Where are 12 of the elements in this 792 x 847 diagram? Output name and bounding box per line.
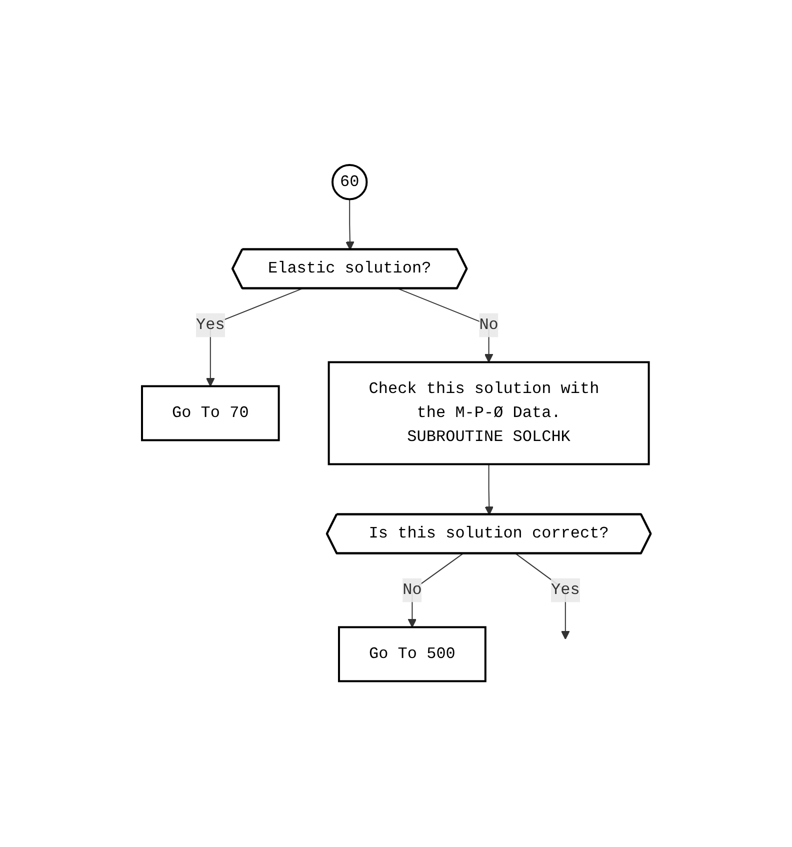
- arrow: [407, 554, 463, 628]
- edge-label: Yes: [550, 582, 580, 600]
- edge-label: Yes: [196, 316, 224, 335]
- node-circle: 60: [331, 164, 368, 201]
- edge-label: No: [478, 316, 498, 335]
- node-box: Go To 500: [338, 626, 486, 683]
- node-box: Check this solution with the M-P-Ø Data. SUBROUTINE SOLCHK: [327, 362, 650, 466]
- edge-label: No: [402, 582, 422, 600]
- arrow: [397, 288, 493, 363]
- arrow: [345, 199, 354, 250]
- node-box: Go To 70: [140, 386, 280, 442]
- arrow: [484, 464, 494, 516]
